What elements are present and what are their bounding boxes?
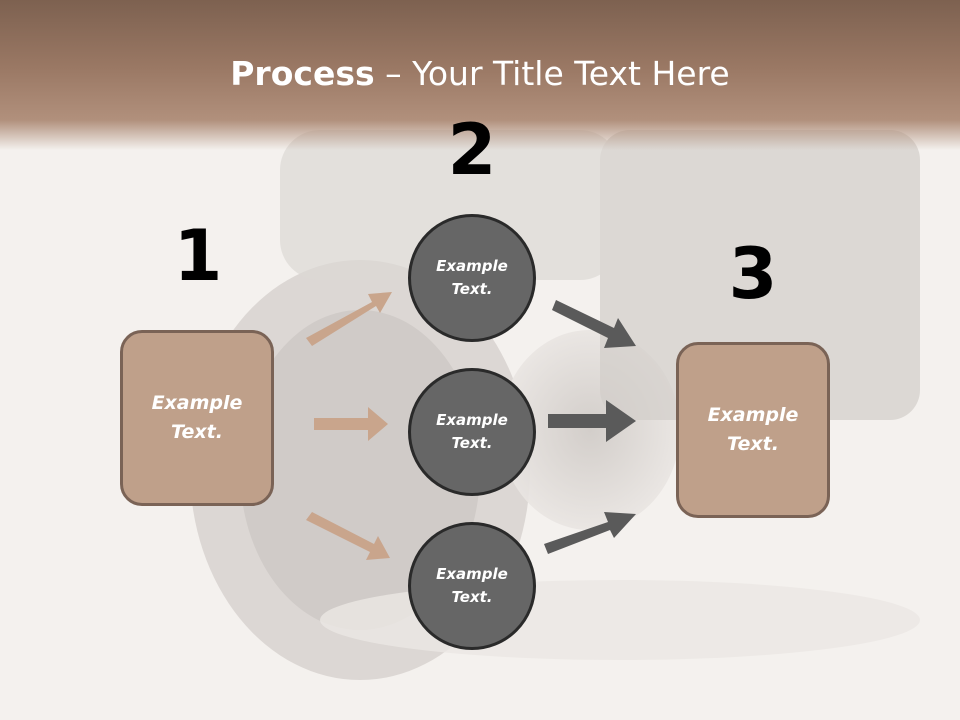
circle-middle: Example Text. [408, 368, 536, 496]
left-box-line2: Text. [171, 421, 223, 443]
right-box-line1: Example [707, 404, 799, 426]
circle-top-line2: Text. [451, 280, 493, 298]
arrow-left-top [306, 292, 392, 346]
title-bold: Process [230, 54, 375, 93]
step-number-2: 2 [447, 109, 497, 191]
arrow-right-middle [548, 400, 636, 442]
circle-middle-line2: Text. [451, 434, 493, 452]
circle-top: Example Text. [408, 214, 536, 342]
circle-bottom-line2: Text. [451, 588, 493, 606]
arrow-right-bottom [544, 512, 636, 554]
left-box-line1: Example [151, 392, 243, 414]
arrow-left-middle [314, 407, 388, 441]
circle-middle-line1: Example [436, 411, 508, 429]
arrow-left-bottom [306, 512, 390, 560]
circle-top-line1: Example [436, 257, 508, 275]
step-number-3: 3 [728, 233, 778, 315]
left-step-box: Example Text. [120, 330, 274, 506]
title-band [0, 0, 960, 150]
circle-bottom-line1: Example [436, 565, 508, 583]
slide-title: Process – Your Title Text Here [0, 52, 960, 96]
circle-bottom: Example Text. [408, 522, 536, 650]
title-rest: – Your Title Text Here [374, 54, 730, 93]
right-step-box: Example Text. [676, 342, 830, 518]
right-box-line2: Text. [727, 433, 779, 455]
step-number-1: 1 [173, 215, 223, 297]
arrow-right-top [552, 300, 636, 348]
